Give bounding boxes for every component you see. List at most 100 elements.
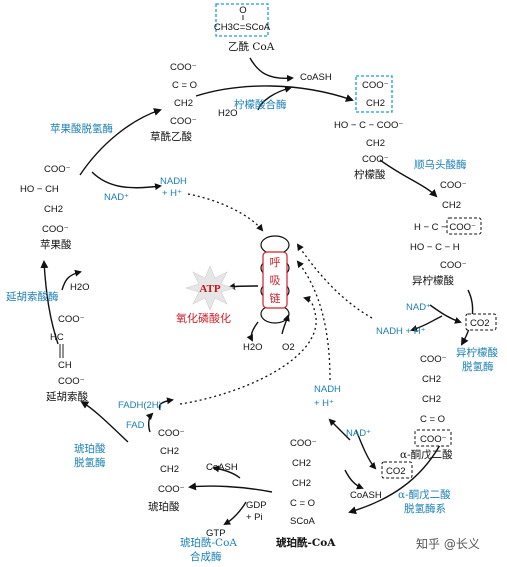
- svg-text:HC: HC: [50, 332, 64, 343]
- svg-text:CH2: CH2: [422, 394, 441, 405]
- svg-text:CO2: CO2: [386, 466, 406, 477]
- atp-burst: ATP 氧化磷酸化: [176, 265, 236, 325]
- cofactors: CoASH H2O CO2 NAD⁺ NADH + H⁺ CO2 NAD⁺ NA…: [70, 72, 497, 539]
- svg-text:CH2: CH2: [292, 458, 311, 469]
- svg-text:GDP: GDP: [246, 500, 267, 511]
- oxaloacetate: COO⁻ C = O CH2 COO⁻ 草酰乙酸: [150, 62, 197, 143]
- svg-text:COO⁻: COO⁻: [290, 438, 317, 449]
- enzyme-citrate-synthase: 柠檬酸合酶: [234, 98, 287, 111]
- svg-text:CH2: CH2: [292, 478, 311, 489]
- isocitrate-label: 异柠檬酸: [412, 274, 454, 287]
- svg-text:COO⁻: COO⁻: [158, 484, 185, 495]
- enzyme-idh-1: 异柠檬酸: [456, 346, 498, 359]
- enzyme-akgdh-1: α-酮戊二酸: [398, 488, 451, 501]
- svg-text:CH: CH: [58, 360, 72, 371]
- svg-text:CoASH: CoASH: [350, 490, 382, 501]
- svg-text:H2O: H2O: [70, 282, 90, 293]
- svg-text:FAD: FAD: [126, 420, 145, 431]
- ox-phos-label: 氧化磷酸化: [176, 311, 231, 325]
- succinyl-coa-label: 琥珀酰-CoA: [276, 536, 336, 549]
- enzyme-mdh: 苹果酸脱氢酶: [50, 122, 113, 135]
- enzyme-aconitase: 顺乌头酸酶: [414, 158, 467, 171]
- succinate: COO⁻ CH2 CH2 COO⁻ 琥珀酸: [148, 428, 185, 513]
- svg-text:H − C − COO⁻: H − C − COO⁻: [414, 222, 476, 233]
- svg-text:CH2: CH2: [160, 446, 179, 457]
- svg-text:+ H⁺: + H⁺: [314, 398, 334, 409]
- svg-text:NADH: NADH: [160, 176, 187, 187]
- malate: COO⁻ HO − CH CH2 COO⁻ 苹果酸: [20, 164, 72, 251]
- svg-text:COO⁻: COO⁻: [44, 164, 71, 175]
- svg-text:HO − C − H: HO − C − H: [410, 242, 460, 253]
- svg-text:NADH: NADH: [314, 384, 341, 395]
- svg-text:CH2: CH2: [160, 464, 179, 475]
- svg-text:COO⁻: COO⁻: [58, 376, 85, 387]
- svg-text:C = O: C = O: [290, 498, 315, 509]
- alpha-ketoglutarate: COO⁻ CH2 CH2 C = O COO⁻ α-酮戊二酸: [400, 354, 453, 461]
- enzyme-sdh-2: 脱氢酶: [74, 456, 106, 469]
- svg-text:O2: O2: [282, 342, 295, 353]
- svg-text:SCoA: SCoA: [290, 516, 315, 527]
- svg-text:C = O: C = O: [172, 80, 197, 91]
- electron-flow-arrows: [179, 193, 373, 405]
- svg-text:NAD⁺: NAD⁺: [104, 192, 129, 203]
- svg-text:COO⁻: COO⁻: [440, 260, 467, 271]
- succinyl-coa: COO⁻ CH2 CH2 C = O SCoA 琥珀酰-CoA: [276, 438, 336, 549]
- citrate-label: 柠檬酸: [354, 168, 386, 181]
- svg-text:CH2: CH2: [442, 200, 461, 211]
- enzyme-scs-2: 合成酶: [190, 550, 222, 563]
- svg-text:+ Pi: + Pi: [246, 512, 263, 523]
- svg-text:COO⁻: COO⁻: [42, 224, 69, 235]
- svg-text:NAD⁺: NAD⁺: [346, 428, 371, 439]
- oxaloacetate-label: 草酰乙酸: [150, 130, 192, 143]
- svg-text:COO⁻: COO⁻: [362, 80, 389, 91]
- succinate-label: 琥珀酸: [148, 500, 180, 513]
- atp-label: ATP: [199, 283, 220, 295]
- respiratory-chain: 呼 吸 链 H2O O2: [228, 235, 295, 353]
- enzyme-fumarase: 延胡索酸酶: [6, 290, 59, 303]
- svg-text:H2O: H2O: [243, 342, 263, 353]
- enzyme-scs-1: 琥珀酰-CoA: [180, 536, 237, 549]
- svg-text:NAD⁺: NAD⁺: [406, 302, 431, 313]
- svg-text:CH2: CH2: [366, 98, 385, 109]
- svg-text:CH3C=SCoA: CH3C=SCoA: [214, 22, 271, 33]
- svg-text:COO⁻: COO⁻: [420, 434, 447, 445]
- svg-text:链: 链: [270, 291, 281, 305]
- svg-text:CoASH: CoASH: [300, 72, 332, 83]
- svg-text:FADH(2H): FADH(2H): [118, 400, 162, 411]
- svg-text:COO⁻: COO⁻: [170, 116, 197, 127]
- svg-text:COO⁻: COO⁻: [440, 180, 467, 191]
- svg-text:O: O: [239, 5, 246, 16]
- watermark: 知乎 @长义: [416, 537, 480, 551]
- fumarate-label: 延胡索酸: [46, 390, 88, 403]
- alpha-kg-label: α-酮戊二酸: [400, 448, 453, 461]
- acetyl-coa-label: 乙酰 CoA: [228, 40, 275, 53]
- svg-text:COO⁻: COO⁻: [420, 354, 447, 365]
- svg-text:HO − C − COO⁻: HO − C − COO⁻: [334, 120, 403, 131]
- svg-text:CH2: CH2: [44, 204, 63, 215]
- svg-text:+ H⁺: + H⁺: [162, 188, 182, 199]
- enzyme-sdh-1: 琥珀酸: [74, 442, 106, 455]
- isocitrate: COO⁻ CH2 H − C − COO⁻ HO − C − H COO⁻ 异柠…: [410, 180, 482, 287]
- svg-text:CH2: CH2: [422, 374, 441, 385]
- enzyme-labels: 柠檬酸合酶 顺乌头酸酶 异柠檬酸 脱氢酶 α-酮戊二酸 脱氢酶系 琥珀酰-CoA…: [6, 98, 498, 563]
- citrate: COO⁻ CH2 HO − C − COO⁻ CH2 COO⁻ 柠檬酸: [334, 75, 403, 181]
- svg-text:HO − CH: HO − CH: [20, 184, 59, 195]
- svg-text:吸: 吸: [270, 274, 281, 287]
- svg-text:H2O: H2O: [218, 108, 238, 119]
- svg-text:CH2: CH2: [174, 98, 193, 109]
- svg-text:CoASH: CoASH: [206, 462, 238, 473]
- enzyme-idh-2: 脱氢酶: [462, 360, 494, 373]
- svg-text:COO⁻: COO⁻: [362, 154, 389, 165]
- svg-text:COO⁻: COO⁻: [58, 314, 85, 325]
- svg-text:NADH + H⁺: NADH + H⁺: [376, 326, 426, 337]
- fumarate: COO⁻ HC CH COO⁻ 延胡索酸: [46, 314, 88, 403]
- cycle-arrows: [40, 85, 474, 515]
- svg-text:COO⁻: COO⁻: [158, 428, 185, 439]
- svg-text:CO2: CO2: [470, 318, 490, 329]
- svg-text:呼: 呼: [270, 256, 281, 269]
- malate-label: 苹果酸: [40, 238, 72, 251]
- svg-text:CH2: CH2: [366, 138, 385, 149]
- acetyl-coa: O CH3C=SCoA 乙酰 CoA: [214, 3, 275, 53]
- svg-text:COO⁻: COO⁻: [170, 62, 197, 73]
